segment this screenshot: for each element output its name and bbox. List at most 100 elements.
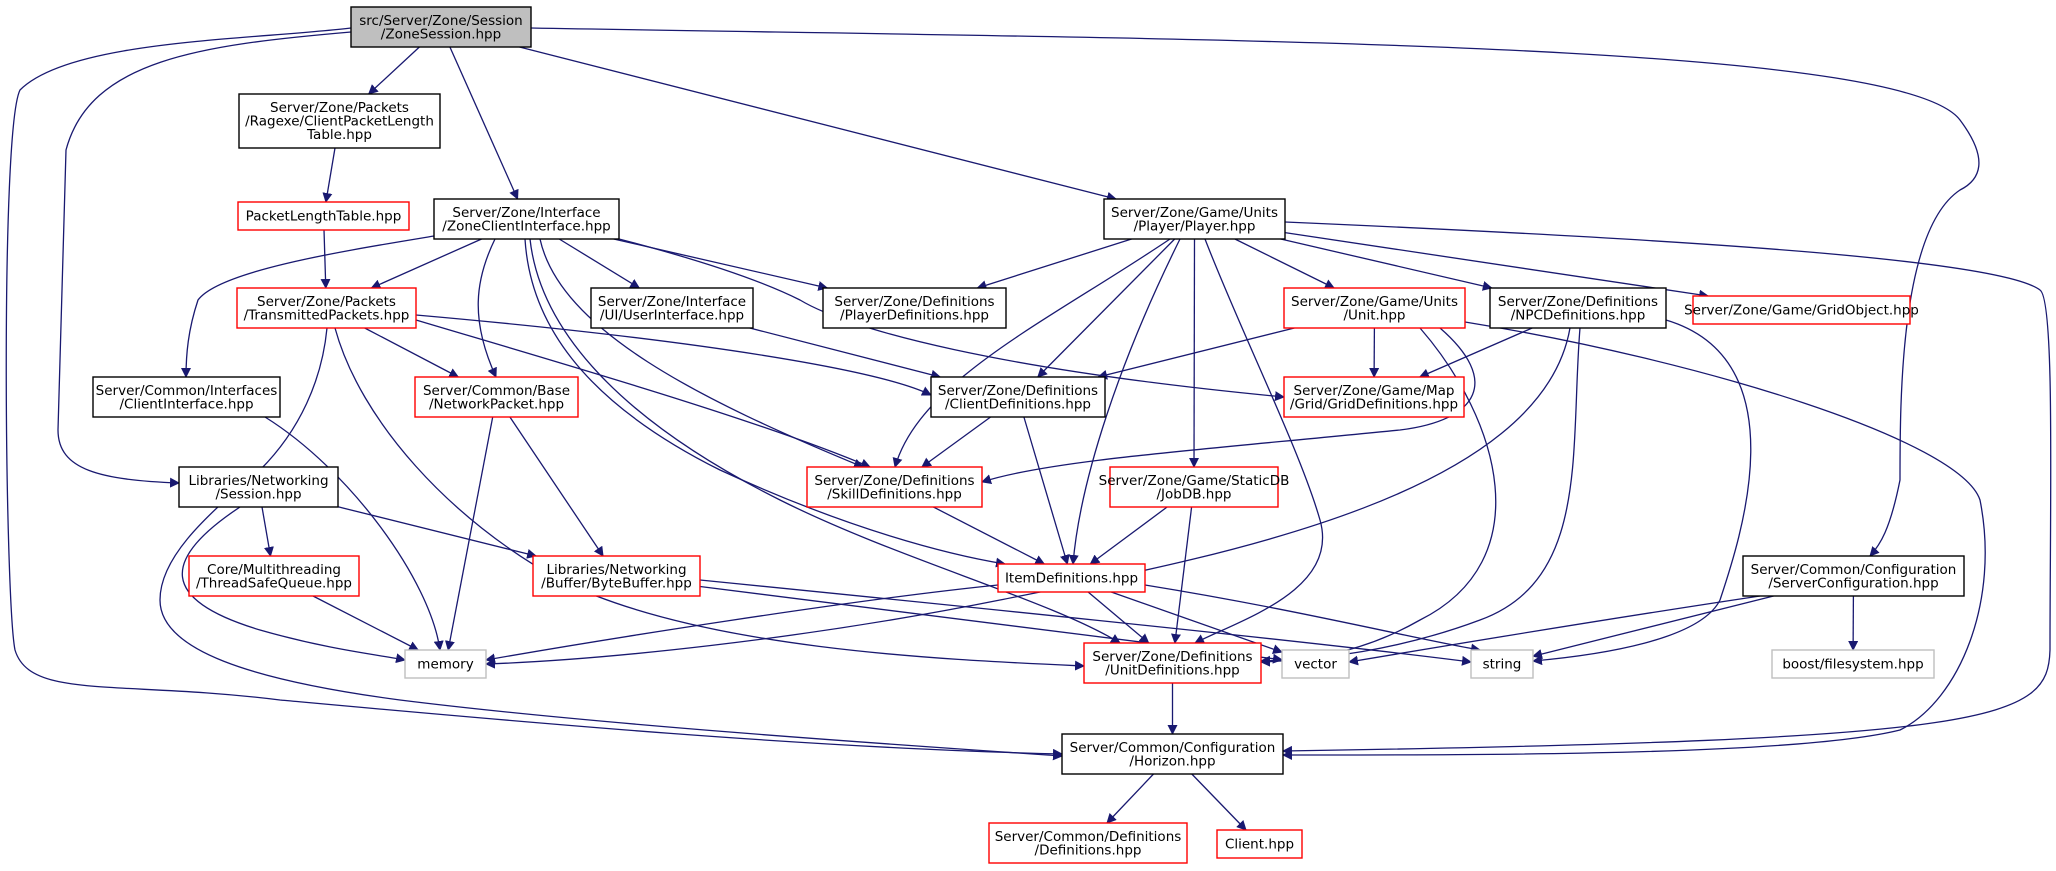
node-box xyxy=(414,376,579,418)
node-networkpacket[interactable]: Server/Common/Base/NetworkPacket.hpp xyxy=(414,376,579,418)
node-box xyxy=(1771,649,1935,679)
node-label-line: Server/Zone/Packets xyxy=(270,100,409,116)
node-packetlentable[interactable]: PacketLengthTable.hpp xyxy=(237,201,410,231)
node-label-line: /UnitDefinitions.hpp xyxy=(1105,662,1239,678)
edge-zoneclientiface-to-unitdefs xyxy=(529,238,1121,644)
node-session[interactable]: Libraries/Networking/Session.hpp xyxy=(178,466,339,508)
node-label-line: memory xyxy=(417,657,473,673)
node-label-line: Libraries/Networking xyxy=(546,562,686,578)
node-box xyxy=(590,287,754,329)
node-label-line: /JobDB.hpp xyxy=(1156,486,1231,502)
node-zonesession[interactable]: src/Server/Zone/Session/ZoneSession.hpp xyxy=(350,6,532,48)
node-label-line: Server/Common/Base xyxy=(423,383,570,399)
node-label-line: Server/Zone/Definitions xyxy=(938,383,1098,399)
node-label-line: /ServerConfiguration.hpp xyxy=(1768,575,1938,591)
edge-transmitted-to-horizon xyxy=(159,327,1063,761)
node-unit[interactable]: Server/Zone/Game/Units/Unit.hpp xyxy=(1283,287,1466,329)
node-itemdefs[interactable]: ItemDefinitions.hpp xyxy=(997,563,1146,593)
node-box xyxy=(1742,555,1965,597)
edge-bytebuffer-to-string xyxy=(699,579,1472,666)
node-label-line: /ThreadSafeQueue.hpp xyxy=(196,575,352,591)
node-userinterface[interactable]: Server/Zone/Interface/UI/UserInterface.h… xyxy=(590,287,754,329)
node-player[interactable]: Server/Zone/Game/Units/Player/Player.hpp xyxy=(1103,198,1286,240)
node-box xyxy=(1692,295,1911,325)
node-label-line: /TransmittedPackets.hpp xyxy=(244,307,410,323)
edge-itemdefs-to-memory xyxy=(485,584,999,664)
node-box xyxy=(92,376,281,418)
node-gridobject[interactable]: Server/Zone/Game/GridObject.hpp xyxy=(1684,295,1919,325)
node-npcdefs[interactable]: Server/Zone/Definitions/NPCDefinitions.h… xyxy=(1489,287,1667,329)
node-label-line: /Session.hpp xyxy=(215,486,301,502)
node-label-line: /ZoneSession.hpp xyxy=(381,26,501,42)
edge-zoneclientiface-to-networkpacket xyxy=(477,238,497,378)
edge-npcdefs-to-memory xyxy=(485,327,1571,669)
edge-networkpacket-to-memory xyxy=(444,416,494,651)
edge-clientinterface-to-memory xyxy=(264,416,444,651)
node-zoneclientiface[interactable]: Server/Zone/Interface/ZoneClientInterfac… xyxy=(433,198,620,240)
edge-serverconfig-to-vector xyxy=(1348,595,1761,666)
node-boostfs[interactable]: boost/filesystem.hpp xyxy=(1771,649,1935,679)
node-label-line: PacketLengthTable.hpp xyxy=(246,209,402,225)
node-label-line: ItemDefinitions.hpp xyxy=(1005,571,1138,587)
node-label-line: Server/Zone/Definitions xyxy=(1092,649,1252,665)
node-box xyxy=(188,555,360,597)
edge-transmitted-to-clientdefs xyxy=(415,314,932,396)
edge-session-to-bytebuffer xyxy=(337,506,538,559)
node-definitions[interactable]: Server/Common/Definitions/Definitions.hp… xyxy=(988,822,1188,864)
node-transmitted[interactable]: Server/Zone/Packets/TransmittedPackets.h… xyxy=(236,287,417,329)
node-bytebuffer[interactable]: Libraries/Networking/Buffer/ByteBuffer.h… xyxy=(532,555,701,597)
node-label-line: Server/Zone/Definitions xyxy=(1498,294,1658,310)
edge-player-to-unit xyxy=(1234,238,1335,289)
node-label-line: Server/Zone/Interface xyxy=(598,294,746,310)
node-griddefs[interactable]: Server/Zone/Game/Map/Grid/GridDefinition… xyxy=(1283,376,1465,418)
node-horizon[interactable]: Server/Common/Configuration/Horizon.hpp xyxy=(1061,733,1284,775)
node-label-line: Server/Zone/Game/Units xyxy=(1291,294,1458,310)
node-box xyxy=(1283,376,1465,418)
edge-player-to-itemdefs xyxy=(1068,238,1181,565)
node-box xyxy=(822,287,1007,329)
edge-zonesession-to-serverconfig xyxy=(530,27,1980,557)
node-label-line: Core/Multithreading xyxy=(207,562,341,578)
edge-zoneclientiface-to-itemdefs xyxy=(524,238,1006,568)
node-clientdefs[interactable]: Server/Zone/Definitions/ClientDefinition… xyxy=(930,376,1106,418)
edge-serverconfig-to-string xyxy=(1532,595,1774,659)
node-label-line: vector xyxy=(1294,657,1337,673)
node-box xyxy=(1061,733,1284,775)
node-client[interactable]: Client.hpp xyxy=(1216,829,1303,859)
node-label-line: string xyxy=(1483,657,1522,673)
node-label-line: Server/Zone/Game/Units xyxy=(1111,205,1278,221)
node-jobdb[interactable]: Server/Zone/Game/StaticDB/JobDB.hpp xyxy=(1099,466,1290,508)
node-serverconfig[interactable]: Server/Common/Configuration/ServerConfig… xyxy=(1742,555,1965,597)
edge-session-to-memory xyxy=(181,506,406,664)
node-box xyxy=(1489,287,1667,329)
node-label-line: Server/Common/Interfaces xyxy=(96,383,278,399)
node-playerdefs[interactable]: Server/Zone/Definitions/PlayerDefinition… xyxy=(822,287,1007,329)
edge-player-to-gridobject xyxy=(1284,231,1710,300)
node-vector[interactable]: vector xyxy=(1281,649,1350,679)
nodes-layer: src/Server/Zone/Session/ZoneSession.hppS… xyxy=(92,6,1965,864)
node-string[interactable]: string xyxy=(1470,649,1534,679)
node-box xyxy=(532,555,701,597)
node-box xyxy=(237,201,410,231)
node-label-line: /Grid/GridDefinitions.hpp xyxy=(1290,396,1458,412)
node-label-line: src/Server/Zone/Session xyxy=(359,13,523,29)
edge-player-to-npcdefs xyxy=(1280,238,1493,291)
node-clientpktlen[interactable]: Server/Zone/Packets/Ragexe/ClientPacketL… xyxy=(238,93,441,149)
edge-transmitted-to-networkpacket xyxy=(364,327,460,378)
node-label-line: /ClientInterface.hpp xyxy=(119,396,253,412)
node-unitdefs[interactable]: Server/Zone/Definitions/UnitDefinitions.… xyxy=(1083,642,1262,684)
node-clientinterface[interactable]: Server/Common/Interfaces/ClientInterface… xyxy=(92,376,281,418)
node-skilldefs[interactable]: Server/Zone/Definitions/SkillDefinitions… xyxy=(806,466,983,508)
edge-player-to-skilldefs xyxy=(892,238,1171,468)
node-label-line: Server/Common/Configuration xyxy=(1751,562,1957,578)
node-box xyxy=(1103,198,1286,240)
node-memory[interactable]: memory xyxy=(404,649,487,679)
edge-player-to-unitdefs xyxy=(1194,238,1324,644)
node-label-line: boost/filesystem.hpp xyxy=(1782,657,1923,673)
node-threadsafequeue[interactable]: Core/Multithreading/ThreadSafeQueue.hpp xyxy=(188,555,360,597)
node-label-line: Table.hpp xyxy=(306,127,372,143)
node-label-line: Server/Common/Definitions xyxy=(995,829,1182,845)
node-label-line: /ClientDefinitions.hpp xyxy=(945,396,1091,412)
edge-unit-to-clientdefs xyxy=(1097,327,1295,380)
